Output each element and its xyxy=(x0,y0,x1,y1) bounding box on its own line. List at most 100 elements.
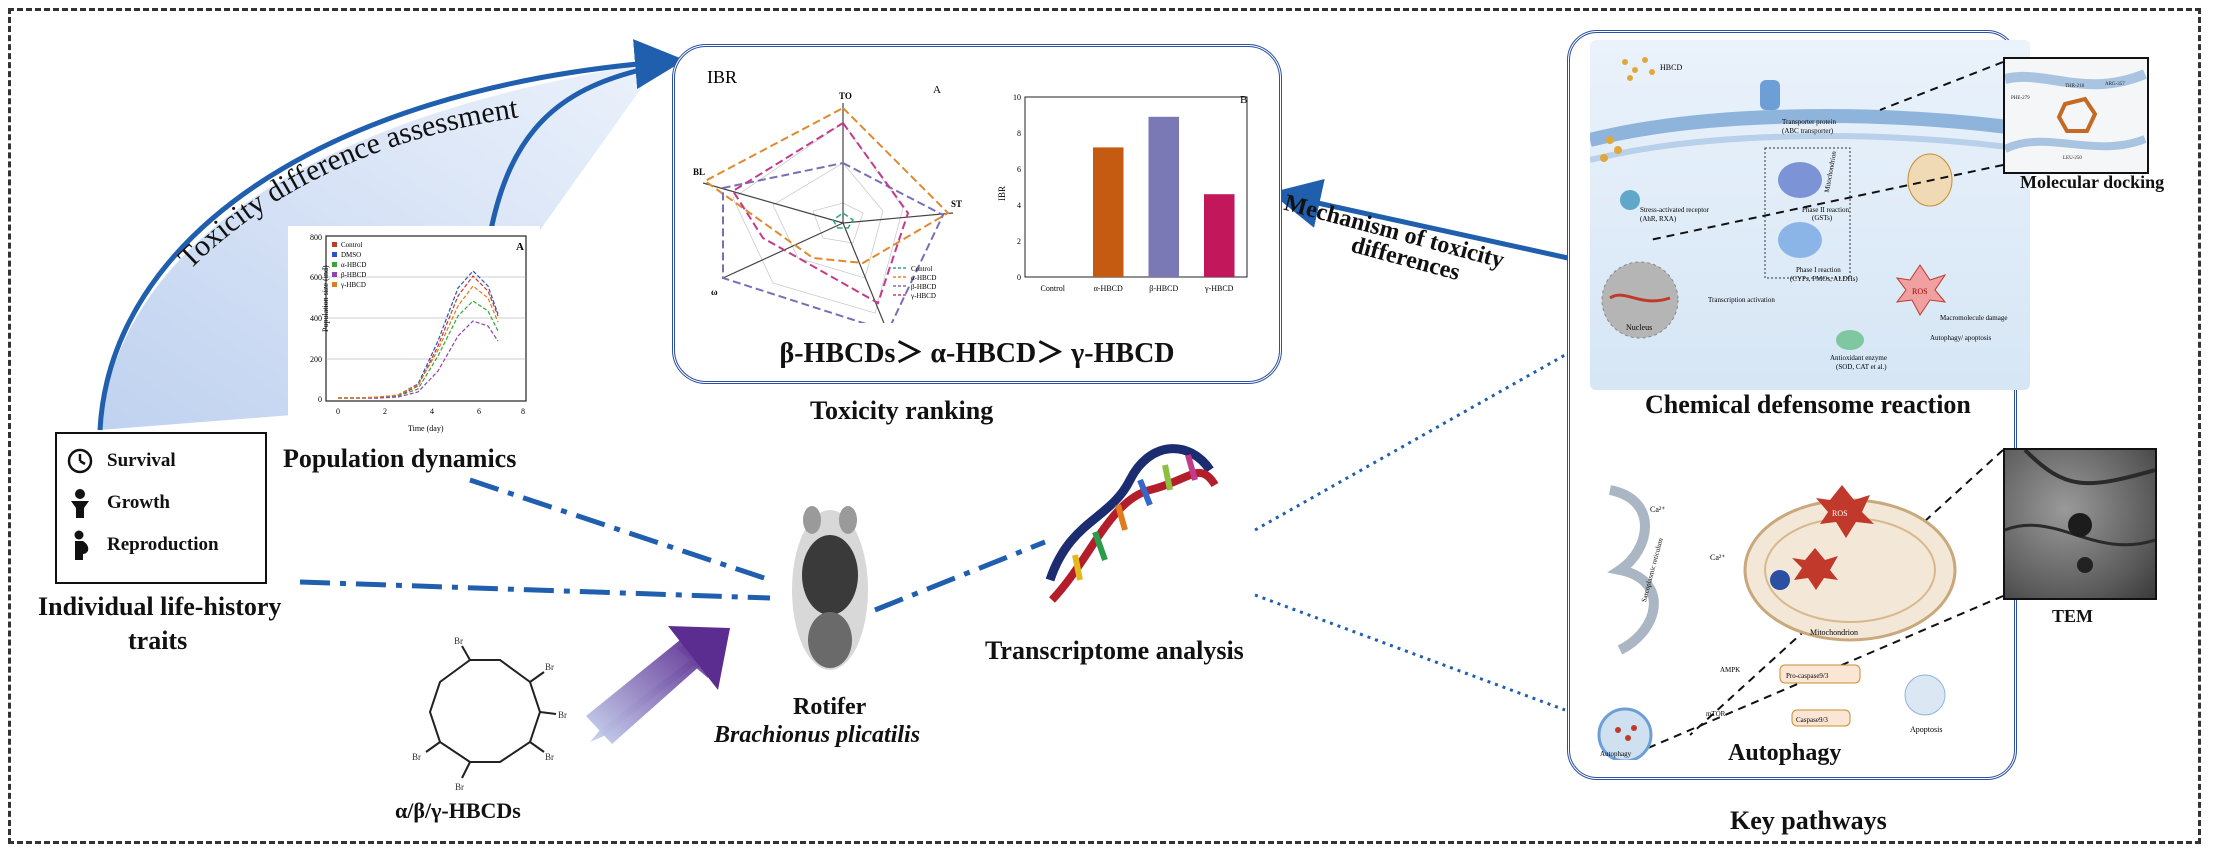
svg-text:Autophagy: Autophagy xyxy=(1600,750,1632,758)
radar-chart: IBR A TO ST R₀ ω BL Control α-HBCD β-HBC… xyxy=(693,67,962,323)
svg-text:Br: Br xyxy=(558,710,567,720)
individual-traits-label-1: Individual life-history xyxy=(38,592,282,621)
bar-ytick: 4 xyxy=(1017,201,1021,210)
population-panel-label: A xyxy=(516,241,524,253)
svg-text:β-HBCD: β-HBCD xyxy=(911,283,936,291)
tem-svg xyxy=(2004,448,2156,573)
bar-ytick: 8 xyxy=(1017,129,1021,138)
svg-text:Control: Control xyxy=(341,241,362,249)
radar-axis-st: ST xyxy=(951,199,962,209)
svg-text:0: 0 xyxy=(336,407,340,416)
bar-ylabel: IBR xyxy=(997,186,1007,201)
transcriptome-label: Transcriptome analysis xyxy=(985,636,1244,665)
svg-text:Ca²⁺: Ca²⁺ xyxy=(1650,505,1666,514)
bar-3 xyxy=(1203,194,1235,277)
svg-text:ROS: ROS xyxy=(1832,509,1848,518)
hbcd-molecule xyxy=(425,645,557,779)
individual-traits-label-2: traits xyxy=(128,626,188,655)
svg-text:Br: Br xyxy=(455,782,464,792)
defensome-svg: HBCD Transporter protein (ABC transporte… xyxy=(1588,57,2031,371)
bar-xtick: α-HBCD xyxy=(1094,284,1123,293)
autophagy-label: Autophagy xyxy=(1728,740,1842,766)
connector-traits xyxy=(299,579,771,601)
svg-text:Antioxidant enzyme: Antioxidant enzyme xyxy=(1830,354,1887,362)
svg-text:β-HBCD: β-HBCD xyxy=(341,271,366,279)
legend-label-survival: Survival xyxy=(107,450,176,471)
mechanism-arrow xyxy=(1270,178,1569,261)
svg-text:mTOR: mTOR xyxy=(1706,710,1726,718)
svg-text:(AhR, RXA): (AhR, RXA) xyxy=(1640,215,1677,223)
bar-xtick: γ-HBCD xyxy=(1204,284,1234,293)
svg-text:800: 800 xyxy=(310,233,322,242)
radar-title: IBR xyxy=(707,67,737,87)
legend-label-growth: Growth xyxy=(107,492,170,513)
svg-text:LEU-250: LEU-250 xyxy=(2063,156,2082,161)
population-ylabel: Population size (ind) xyxy=(321,265,330,332)
species-label: Brachionus plicatilis xyxy=(714,722,921,748)
pregnant-icon xyxy=(74,530,89,560)
svg-text:2: 2 xyxy=(383,407,387,416)
svg-text:4: 4 xyxy=(430,407,434,416)
toxicity-ranking-box: IBR A TO ST R₀ ω BL Control α-HBCD β-HBC… xyxy=(672,44,1282,384)
population-yticks: 0 200 400 600 800 xyxy=(310,233,322,404)
svg-text:Br: Br xyxy=(545,752,554,762)
radar-axis-w: ω xyxy=(711,287,718,297)
bar-marks xyxy=(1092,116,1235,277)
svg-text:Macromolecule damage: Macromolecule damage xyxy=(1940,314,2007,322)
defensome-illustration: HBCD Transporter protein (ABC transporte… xyxy=(1588,40,2031,390)
population-chart: Population size (ind) Time (day) A 0 2 4… xyxy=(288,226,540,444)
rotifer-image xyxy=(792,506,868,670)
svg-text:Autophagy/ apoptosis: Autophagy/ apoptosis xyxy=(1930,334,1992,342)
assessment-arrow-outer xyxy=(97,39,685,431)
chemical-defensome-label: Chemical defensome reaction xyxy=(1645,390,1971,419)
clock-icon xyxy=(67,448,93,474)
svg-text:200: 200 xyxy=(310,355,322,364)
svg-text:Transporter protein: Transporter protein xyxy=(1782,118,1836,126)
svg-text:Control: Control xyxy=(911,265,932,273)
svg-text:(SOD, CAT et al.): (SOD, CAT et al.) xyxy=(1836,363,1887,371)
svg-text:400: 400 xyxy=(310,314,322,323)
life-history-legend: Survival Growth Reproduction xyxy=(55,432,267,584)
bar-ytick: 2 xyxy=(1017,237,1021,246)
svg-text:α-HBCD: α-HBCD xyxy=(341,261,366,269)
toxicity-ranking-label: Toxicity ranking xyxy=(810,396,994,425)
svg-text:6: 6 xyxy=(477,407,481,416)
autophagy-pathway-illustration: Sarcoplasmic reticulum Ca²⁺ Ca²⁺ ROS Mit… xyxy=(1580,460,2000,763)
radar-panel-label: A xyxy=(933,84,941,96)
bar-xtick: Control xyxy=(1041,284,1066,293)
svg-text:THR-218: THR-218 xyxy=(2065,84,2085,89)
population-chart-svg: Population size (ind) Time (day) A 0 2 4… xyxy=(310,233,527,433)
rotifer-label: Rotifer xyxy=(793,694,867,720)
svg-text:AMPK: AMPK xyxy=(1720,666,1740,674)
autophagy-svg: Sarcoplasmic reticulum Ca²⁺ Ca²⁺ ROS Mit… xyxy=(1597,485,1957,763)
tem-image xyxy=(2003,448,2157,600)
hbcd-label: HBCD xyxy=(1660,63,1682,72)
svg-text:(GSTs): (GSTs) xyxy=(1812,214,1833,222)
svg-text:γ-HBCD: γ-HBCD xyxy=(910,292,936,300)
exposure-arrow-body xyxy=(586,640,702,744)
radar-legend: Control α-HBCD β-HBCD γ-HBCD xyxy=(893,265,936,300)
radar-axis-to: TO xyxy=(839,91,852,101)
connector-transcriptome xyxy=(874,539,1046,613)
outer-dashed-frame xyxy=(8,8,2201,844)
svg-text:α-HBCD: α-HBCD xyxy=(911,274,936,282)
key-pathways-label: Key pathways xyxy=(1730,806,1887,835)
population-legend: Control DMSO α-HBCD β-HBCD γ-HBCD xyxy=(332,241,366,289)
tem-label: TEM xyxy=(2052,606,2094,626)
bar-ytick: 10 xyxy=(1013,93,1021,102)
svg-text:DMSO: DMSO xyxy=(341,251,361,259)
svg-text:Phase II reaction: Phase II reaction xyxy=(1802,206,1850,214)
svg-text:Pro-caspase9/3: Pro-caspase9/3 xyxy=(1786,672,1829,680)
svg-text:ROS: ROS xyxy=(1912,287,1928,296)
docking-svg: PHE-279 THR-218 ARG-357 LEU-250 xyxy=(2003,69,2147,161)
svg-text:Caspase9/3: Caspase9/3 xyxy=(1796,716,1828,724)
svg-text:Br: Br xyxy=(412,752,421,762)
bar-ytick: 0 xyxy=(1017,273,1021,282)
svg-text:8: 8 xyxy=(521,407,525,416)
svg-text:Ca²⁺: Ca²⁺ xyxy=(1710,553,1726,562)
svg-text:Transcription activation: Transcription activation xyxy=(1708,296,1775,304)
child-icon xyxy=(71,489,89,518)
dna-helix xyxy=(1045,444,1219,603)
